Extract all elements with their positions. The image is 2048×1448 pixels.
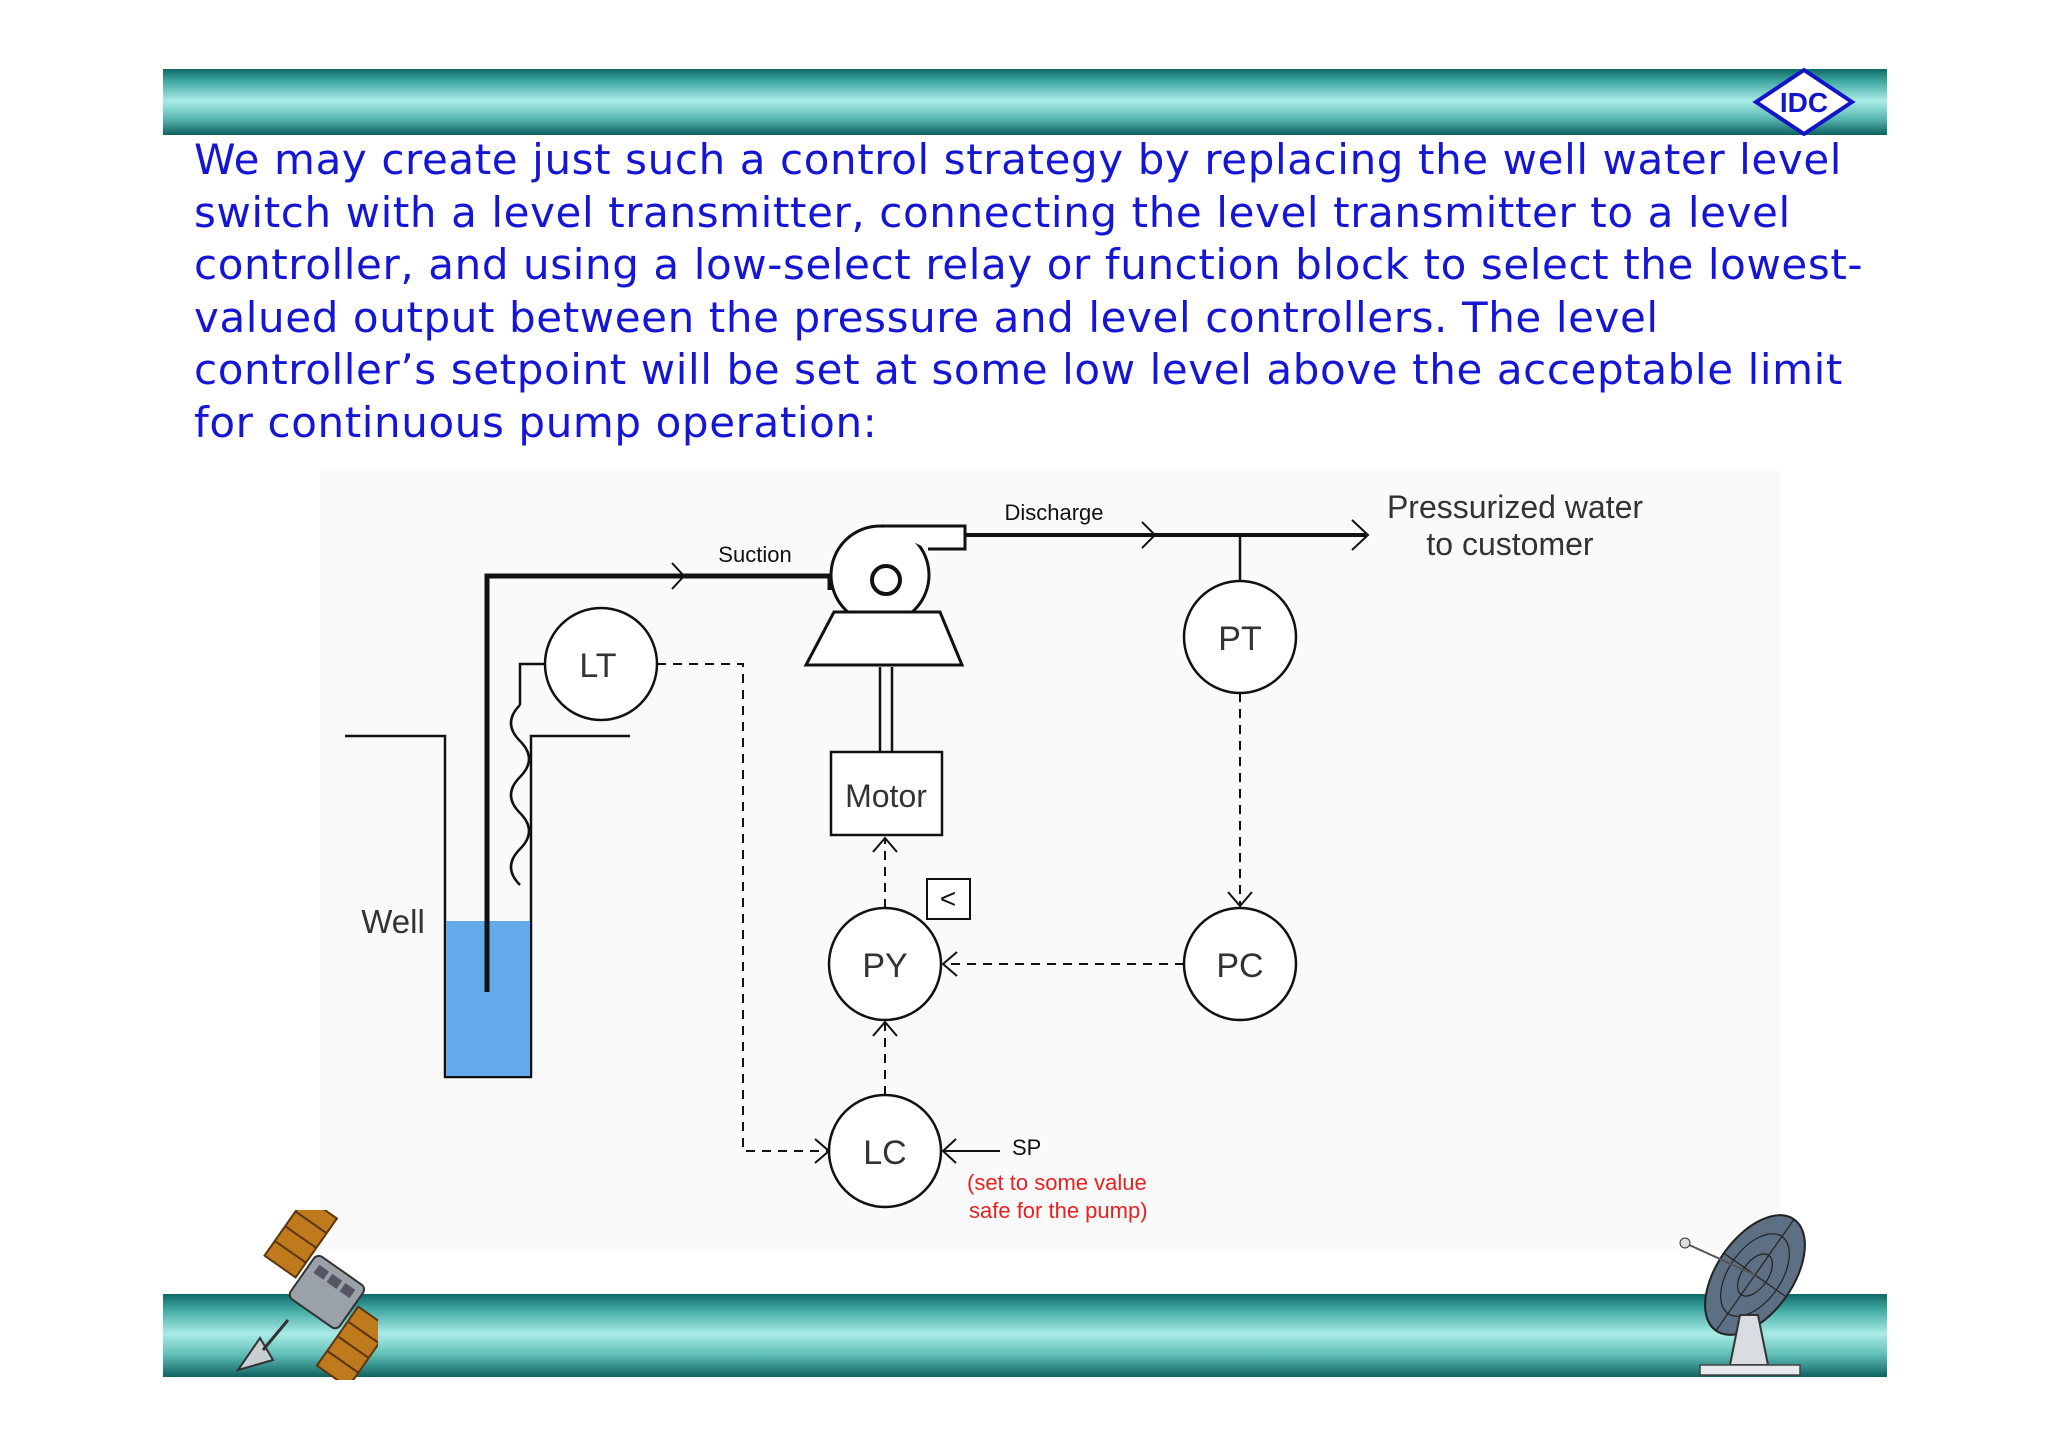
level-sensing-capillary [509,704,531,886]
satellite-icon [235,1210,378,1380]
centrifugal-pump [803,524,967,667]
low-select-label: < [940,883,956,914]
well-walls [345,734,630,1079]
low-select-box [926,878,971,920]
discharge-flow-arrow [1141,521,1157,549]
discharge-label: Discharge [1004,500,1103,525]
signal-lines [657,663,1241,1152]
pt-label: PT [1218,620,1261,658]
satellite-dish-icon [1679,1214,1806,1376]
well-label: Well [361,903,425,940]
motor-label: Motor [845,778,927,814]
lt-label: LT [579,647,616,685]
pc-label: PC [1216,947,1263,985]
suction-flow-arrow [671,562,686,590]
sp-note-line1: (set to some value [967,1170,1147,1195]
lc-label: LC [863,1134,906,1172]
control-diagram-svg: Suction Discharge Pressurized water to c… [345,489,1643,1223]
footer-band [163,1294,1887,1377]
sp-label: SP [1012,1135,1041,1160]
suction-pipe [484,573,833,992]
header-band [163,69,1887,135]
sp-note-line2: safe for the pump) [969,1198,1148,1223]
suction-label: Suction [718,542,791,567]
logo-text: IDC [1780,87,1828,118]
to-customer-label: to customer [1426,526,1594,562]
pressurized-water-label: Pressurized water [1387,489,1643,525]
idc-logo: IDC [1752,68,1856,136]
signal-arrowheads [814,836,1253,1164]
py-label: PY [862,947,907,985]
slide-body-text: We may create just such a control strate… [194,135,1864,447]
customer-flow-arrow [1351,519,1370,551]
lt-tap [518,662,545,705]
motor-box [829,750,944,837]
control-diagram: Suction Discharge Pressurized water to c… [320,470,1780,1250]
